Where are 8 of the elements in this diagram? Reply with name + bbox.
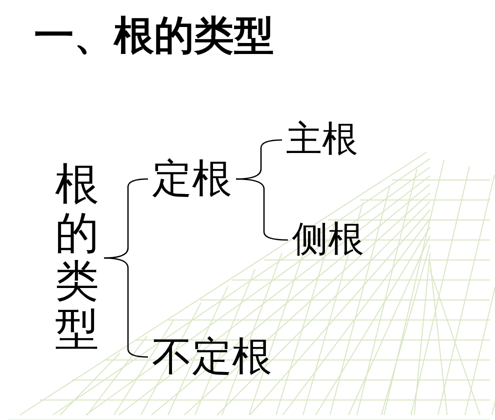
tree-label: 侧根 — [290, 218, 366, 262]
brace-line — [104, 257, 148, 358]
tree-label: 根的类型 — [52, 160, 102, 356]
tree-label: 不定根 — [150, 333, 274, 381]
title: 一、根的类型 — [34, 12, 274, 61]
tree-label: 主根 — [284, 118, 360, 162]
brace-line — [236, 178, 288, 241]
tree-label: 定根 — [150, 155, 234, 203]
